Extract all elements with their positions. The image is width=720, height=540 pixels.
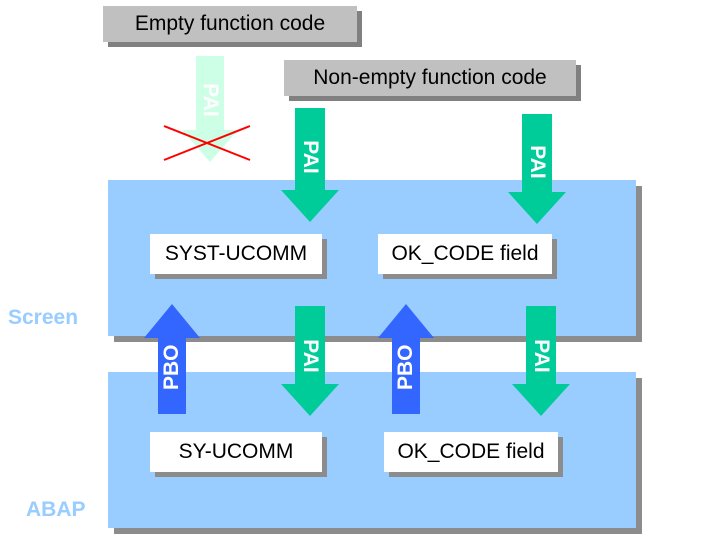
pai-label-faded: PAI [199, 83, 222, 117]
non-empty-function-code-tag: Non-empty function code [284, 60, 576, 96]
pbo-label-right: PBO [394, 344, 417, 390]
empty-function-code-tag: Empty function code [103, 6, 357, 42]
cross-out-icon [163, 125, 251, 161]
pai-arrow-abap-left [281, 306, 339, 416]
pai-label-screen-right: PAI [526, 145, 549, 179]
pai-arrow-screen-right [508, 114, 566, 224]
pai-arrow-screen-left [281, 108, 339, 222]
pbo-arrow-left [144, 304, 200, 414]
pbo-label-left: PBO [160, 344, 183, 390]
sy-ucomm-box: SY-UCOMM [150, 432, 322, 472]
syst-ucomm-box: SYST-UCOMM [150, 234, 322, 274]
ok-code-field-screen-box: OK_CODE field [378, 234, 552, 274]
pai-label-abap-right: PAI [530, 339, 553, 373]
abap-label: ABAP [26, 498, 86, 521]
screen-label: Screen [8, 306, 79, 329]
pbo-arrow-right [378, 304, 434, 414]
pai-arrow-abap-right [512, 306, 570, 416]
pai-label-abap-left: PAI [299, 339, 322, 373]
ok-code-field-abap-box: OK_CODE field [384, 432, 558, 472]
pai-label-screen-left: PAI [299, 140, 322, 174]
